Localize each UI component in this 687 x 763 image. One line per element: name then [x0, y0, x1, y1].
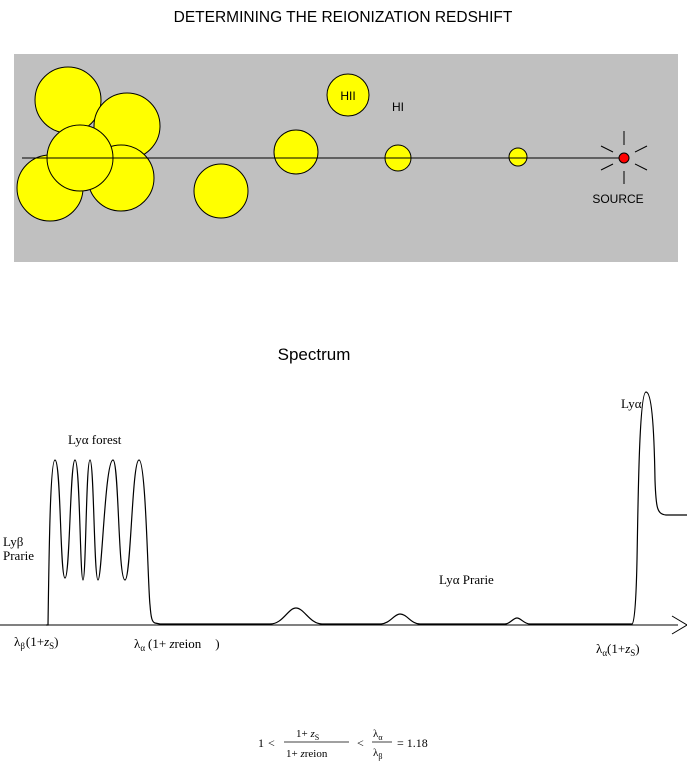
spectrum-curve [46, 391, 687, 626]
redshift-formula: 1 < 1+ zS 1+ zreion < λα λβ = 1.18 [258, 728, 428, 761]
hi-label: HI [392, 100, 404, 114]
formula-numerator: 1+ zS [296, 728, 319, 742]
hii-bubble [273, 129, 319, 175]
formula-lt-1: < [268, 736, 275, 750]
lambda-alpha-reion-label: λα(1+ zreion) [134, 636, 220, 653]
axis-arrow-icon [671, 615, 687, 635]
hii-bubble [193, 163, 249, 219]
source-label: SOURCE [592, 192, 643, 206]
hii-bubble [326, 73, 370, 117]
prarie-label: Prarie [3, 548, 34, 563]
hii-label: HII [340, 89, 355, 103]
lya-prarie-label: Lyα Prarie [439, 572, 494, 587]
lya-peak-label: Lyα [621, 396, 642, 411]
lyb-label: Lyβ [3, 534, 24, 549]
formula-lt-2: < [357, 736, 364, 750]
source-star-icon [600, 131, 648, 184]
hii-bubbles [16, 66, 528, 222]
spectrum-title: Spectrum [278, 345, 351, 364]
diagram-title: DETERMINING THE REIONIZATION REDSHIFT [174, 9, 513, 26]
hii-bubble [508, 147, 528, 167]
formula-denominator: 1+ zreion [286, 748, 328, 760]
formula-lambda-beta: λβ [373, 747, 382, 761]
formula-lambda-alpha: λα [373, 728, 383, 742]
lambda-beta-label: λβ(1+zS) [14, 634, 59, 651]
formula-value: = 1.18 [397, 736, 428, 750]
formula-one: 1 [258, 736, 264, 750]
source-dot [618, 152, 630, 164]
hii-bubble [34, 66, 102, 134]
lambda-alpha-source-label: λα(1+zS) [596, 641, 640, 658]
lya-forest-label: Lyα forest [68, 432, 122, 447]
